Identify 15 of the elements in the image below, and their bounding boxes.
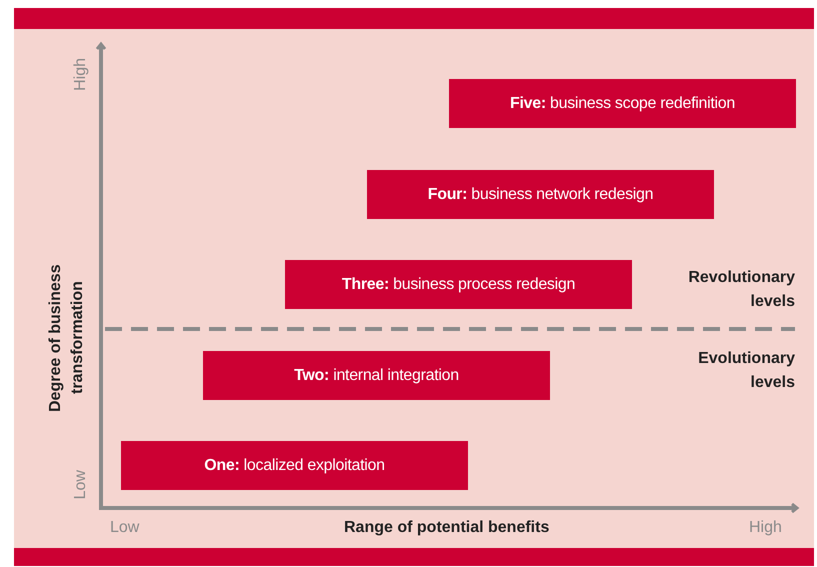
level-bar: Three: business process redesign [285,260,632,309]
axis-end-label: High [72,58,90,91]
axis-end-label: Low [72,470,90,500]
header-band [14,548,814,566]
axis-end-label: High [749,519,782,537]
level-bar: Five: business scope redefinition [449,79,796,128]
axis-title: Degree of business transformation [46,263,87,414]
header-band [14,8,814,29]
zone-label: Evolutionary levels [697,349,795,393]
level-bar: Two: internal integration [203,351,550,400]
zone-label: Revolutionary levels [687,268,795,312]
axis-end-label: Low [110,519,140,537]
axis-title: Range of potential benefits [344,519,550,537]
level-bar: Four: business network redesign [367,170,714,219]
level-bar: One: localized exploitation [121,441,468,490]
